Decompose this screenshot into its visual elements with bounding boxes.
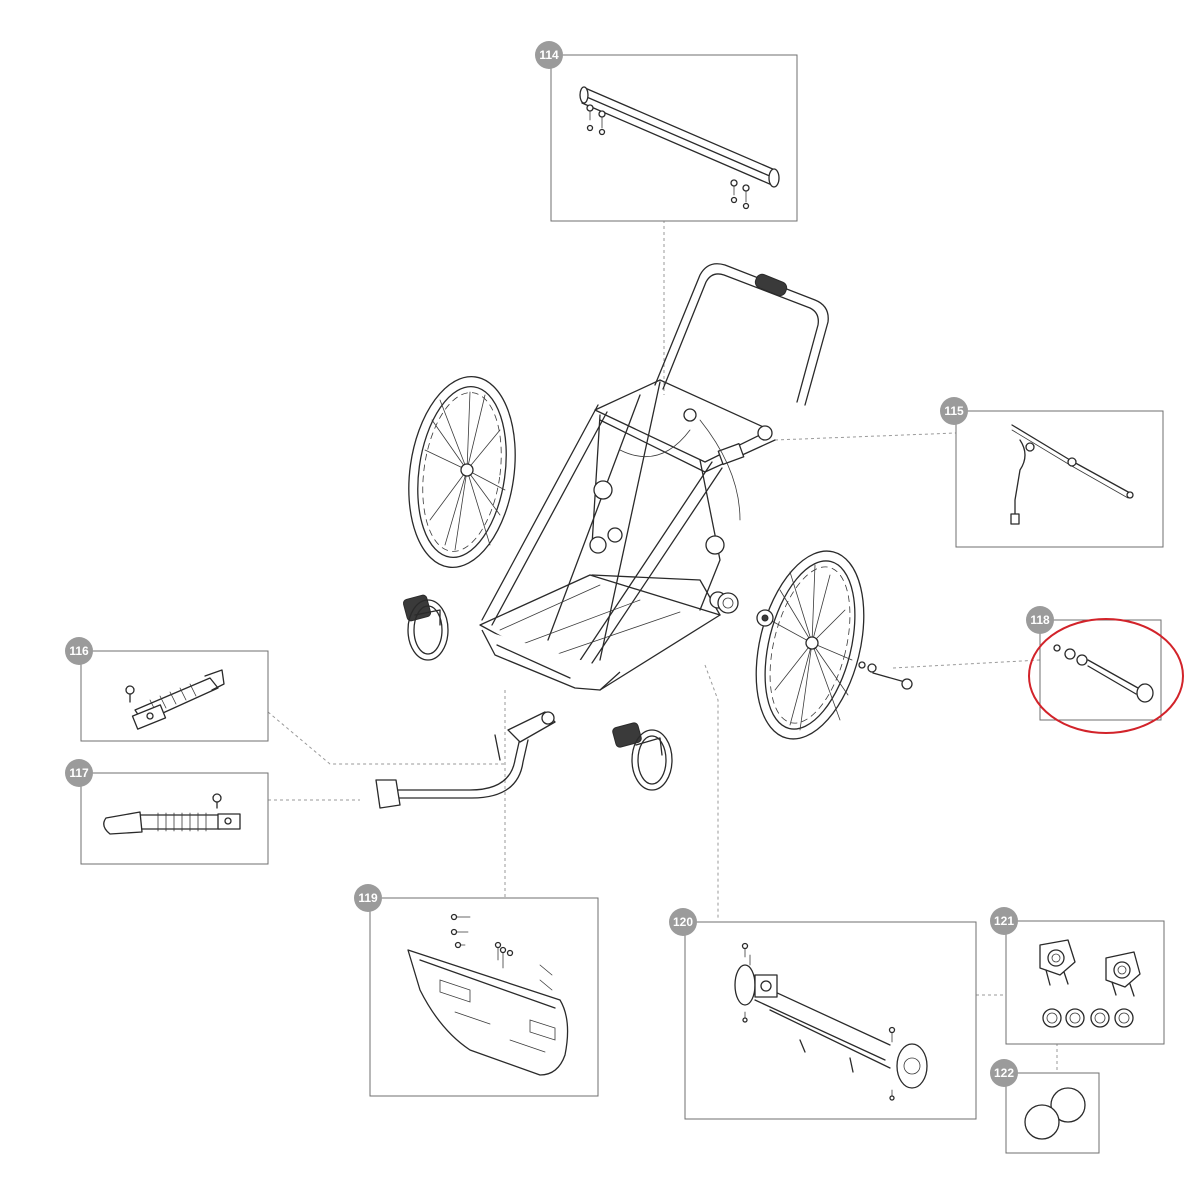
- part-122[interactable]: 122: [990, 1059, 1100, 1154]
- part-119[interactable]: 119: [354, 884, 599, 1097]
- part-118-label: 118: [1030, 613, 1050, 627]
- part-114-label: 114: [539, 48, 559, 62]
- part-117-drawing: [103, 793, 241, 835]
- leader-115: [774, 432, 957, 441]
- part-116[interactable]: 116: [65, 637, 269, 742]
- part-118-drawing: [1053, 644, 1154, 703]
- leader-120: [704, 664, 719, 920]
- part-120[interactable]: 120: [669, 908, 977, 1120]
- part-120-drawing: [734, 942, 928, 1101]
- part-118[interactable]: 118: [1026, 606, 1184, 734]
- right-rear-wheel-drawing: [755, 550, 913, 740]
- leader-118: [892, 659, 1041, 669]
- part-115-label: 115: [944, 404, 964, 418]
- part-117-label: 117: [69, 766, 89, 780]
- part-116-label: 116: [69, 644, 89, 658]
- part-116-drawing: [125, 669, 225, 730]
- part-119-label: 119: [358, 891, 378, 905]
- part-114-drawing: [579, 86, 780, 210]
- part-118-box: [1039, 619, 1162, 721]
- part-115[interactable]: 115: [940, 397, 1164, 548]
- part-118-badge: 118: [1026, 606, 1054, 634]
- part-122-drawing: [1024, 1087, 1086, 1140]
- part-121-box: [1005, 920, 1165, 1045]
- part-117[interactable]: 117: [65, 759, 269, 865]
- front-wheel-right-drawing: [612, 722, 673, 791]
- part-120-badge: 120: [669, 908, 697, 936]
- part-118-highlight-circle: [1028, 618, 1184, 734]
- front-wheel-left-drawing: [402, 594, 449, 661]
- part-114[interactable]: 114: [535, 41, 798, 222]
- part-120-box: [684, 921, 977, 1120]
- part-121-label: 121: [994, 914, 1014, 928]
- part-121-badge: 121: [990, 907, 1018, 935]
- part-114-badge: 114: [535, 41, 563, 69]
- left-rear-wheel-drawing: [408, 376, 516, 568]
- part-119-drawing: [407, 913, 569, 1076]
- part-122-badge: 122: [990, 1059, 1018, 1087]
- part-115-drawing: [1010, 424, 1134, 525]
- part-121-drawing: [1039, 939, 1141, 1028]
- part-115-badge: 115: [940, 397, 968, 425]
- stroller-frame-drawing: [479, 263, 829, 691]
- part-122-label: 122: [994, 1066, 1014, 1080]
- part-115-box: [955, 410, 1164, 548]
- part-116-badge: 116: [65, 637, 93, 665]
- part-120-label: 120: [673, 915, 693, 929]
- leader-116: [267, 711, 505, 765]
- part-119-badge: 119: [354, 884, 382, 912]
- part-117-badge: 117: [65, 759, 93, 787]
- tow-arm-drawing: [375, 711, 556, 809]
- leader-lines: [267, 220, 1058, 1073]
- part-121[interactable]: 121: [990, 907, 1165, 1045]
- part-116-box: [80, 650, 269, 742]
